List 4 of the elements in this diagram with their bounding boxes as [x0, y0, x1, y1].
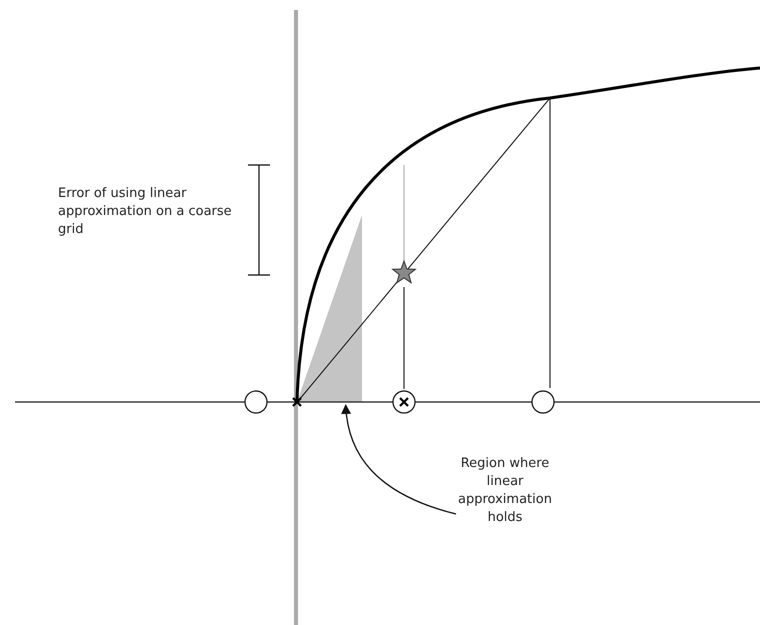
annotation-text: Error of using linear approximation on a coarse grid: [58, 185, 233, 239]
shaded-region: [297, 215, 362, 402]
annotation-text: Region where linear approximation holds: [450, 455, 560, 527]
curved-arrow: [341, 404, 456, 515]
